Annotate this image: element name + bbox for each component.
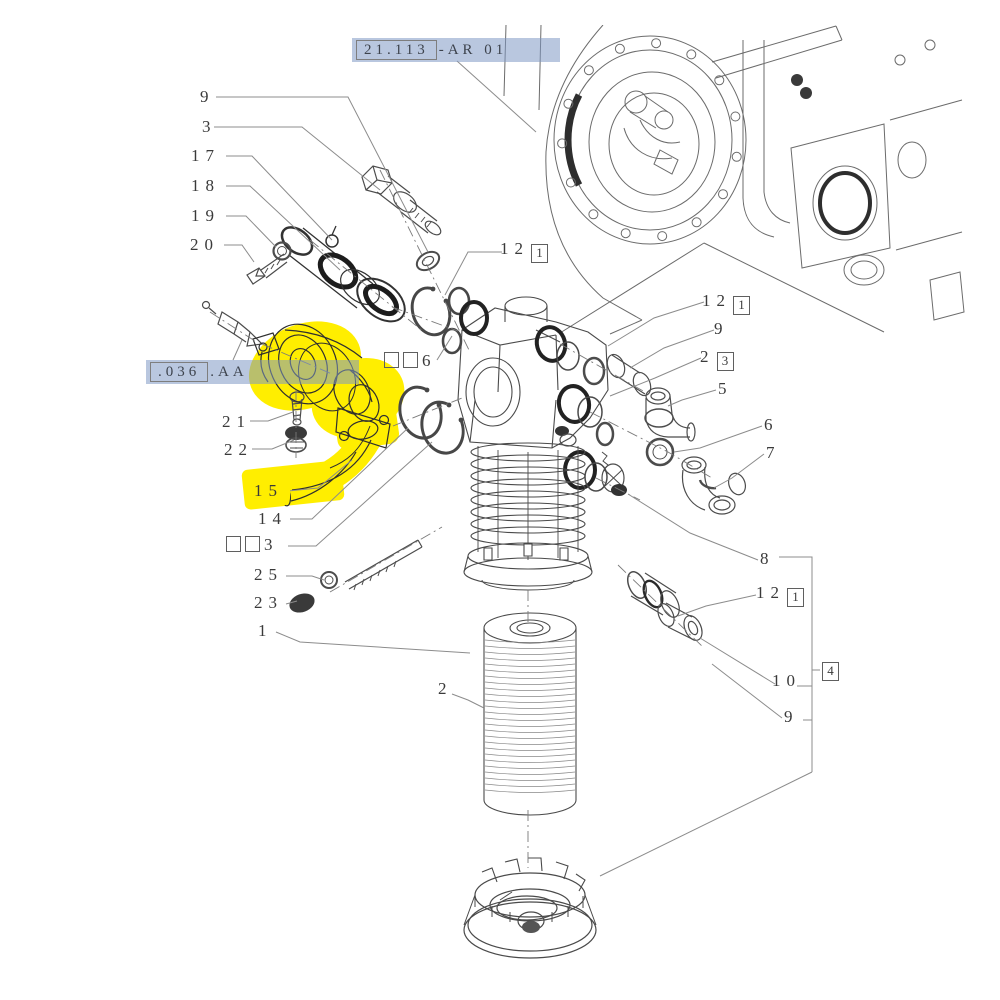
callout-23: 23: [254, 594, 283, 611]
reference-box-icon: [245, 536, 260, 552]
callout-8: 8: [760, 550, 775, 567]
filter-head-art: [457, 296, 609, 591]
reference-box-number: 1: [787, 588, 804, 607]
axis-centerlines: [209, 169, 713, 868]
callout-number: 7: [766, 443, 781, 462]
callout-number: 10: [772, 671, 801, 690]
reference-box-number: 1: [531, 244, 548, 263]
left-small-parts-art: [201, 241, 423, 613]
callout-number: 18: [191, 176, 220, 195]
figure-code-top-boxed: 21.113: [356, 40, 437, 60]
figure-code-left-suffix: .AA: [210, 363, 248, 380]
callout-number: 21: [222, 412, 251, 431]
callout-19: 19: [191, 207, 220, 224]
bottom-cap-art: [463, 857, 597, 959]
callout-9-right: 9: [714, 320, 729, 337]
callout-number: 15: [254, 481, 283, 500]
callout-10: 10: [772, 672, 801, 689]
callout-number: 12: [702, 291, 731, 310]
callout-number: 2: [438, 679, 453, 698]
callout-2: 2: [438, 680, 453, 697]
callout-number: 9: [784, 707, 799, 726]
reference-box-icon: [226, 536, 241, 552]
callout-number: 6: [764, 415, 779, 434]
callout-22: 22: [224, 441, 253, 458]
reference-box-number: 1: [733, 296, 750, 315]
callout-number: 14: [258, 509, 287, 528]
callout-6: 6: [764, 416, 779, 433]
figure-code-left-boxed: .036: [150, 362, 209, 382]
engine-housing-art: [503, 25, 965, 335]
callout-13: 3: [226, 536, 279, 553]
callout-number: 20: [190, 235, 219, 254]
callout-number: 6: [422, 351, 437, 370]
callout-25: 25: [254, 566, 283, 583]
callout-21: 21: [222, 413, 251, 430]
hose-part-art: [280, 225, 406, 323]
plug-part-art: [361, 165, 442, 272]
callout-number: 8: [760, 549, 775, 568]
figure-code-top-suffix: -AR 01: [438, 41, 508, 58]
callout-number: 1: [258, 621, 273, 640]
figure-code-left: .036 .AA: [146, 360, 359, 384]
callout-number: 3: [202, 117, 217, 136]
callout-17: 17: [191, 147, 220, 164]
callout-number: 9: [714, 319, 729, 338]
callout-number: 9: [200, 87, 215, 106]
callout-5: 5: [718, 380, 733, 397]
callout-3: 3: [202, 118, 217, 135]
callout-4-box: 4: [820, 658, 839, 681]
callout-9-bottom: 9: [784, 708, 799, 725]
callout-7: 7: [766, 444, 781, 461]
callout-number: 12: [500, 239, 529, 258]
callout-leader-lines: [214, 60, 820, 877]
callout-number: 19: [191, 206, 220, 225]
callout-14: 14: [258, 510, 287, 527]
callout-number: 2: [700, 347, 715, 366]
reference-box-icon: [403, 352, 418, 368]
callout-20: 20: [190, 236, 219, 253]
reference-box-icon: [384, 352, 399, 368]
callout-number: 23: [254, 593, 283, 612]
callout-16: 6: [384, 352, 437, 369]
callout-number: 5: [718, 379, 733, 398]
figure-code-top: 21.113 -AR 01: [352, 38, 560, 62]
callout-9-top: 9: [200, 88, 215, 105]
callout-number: 3: [264, 535, 279, 554]
callout-18: 18: [191, 177, 220, 194]
callout-number: 12: [756, 583, 785, 602]
callout-number: 22: [224, 440, 253, 459]
reference-box-number: 4: [822, 662, 839, 681]
callout-number: 25: [254, 565, 283, 584]
callout-number: 17: [191, 146, 220, 165]
callout-15: 15: [254, 482, 283, 499]
filter-element-art: [483, 612, 577, 816]
reference-box-number: 3: [716, 352, 734, 371]
callout-1: 1: [258, 622, 273, 639]
